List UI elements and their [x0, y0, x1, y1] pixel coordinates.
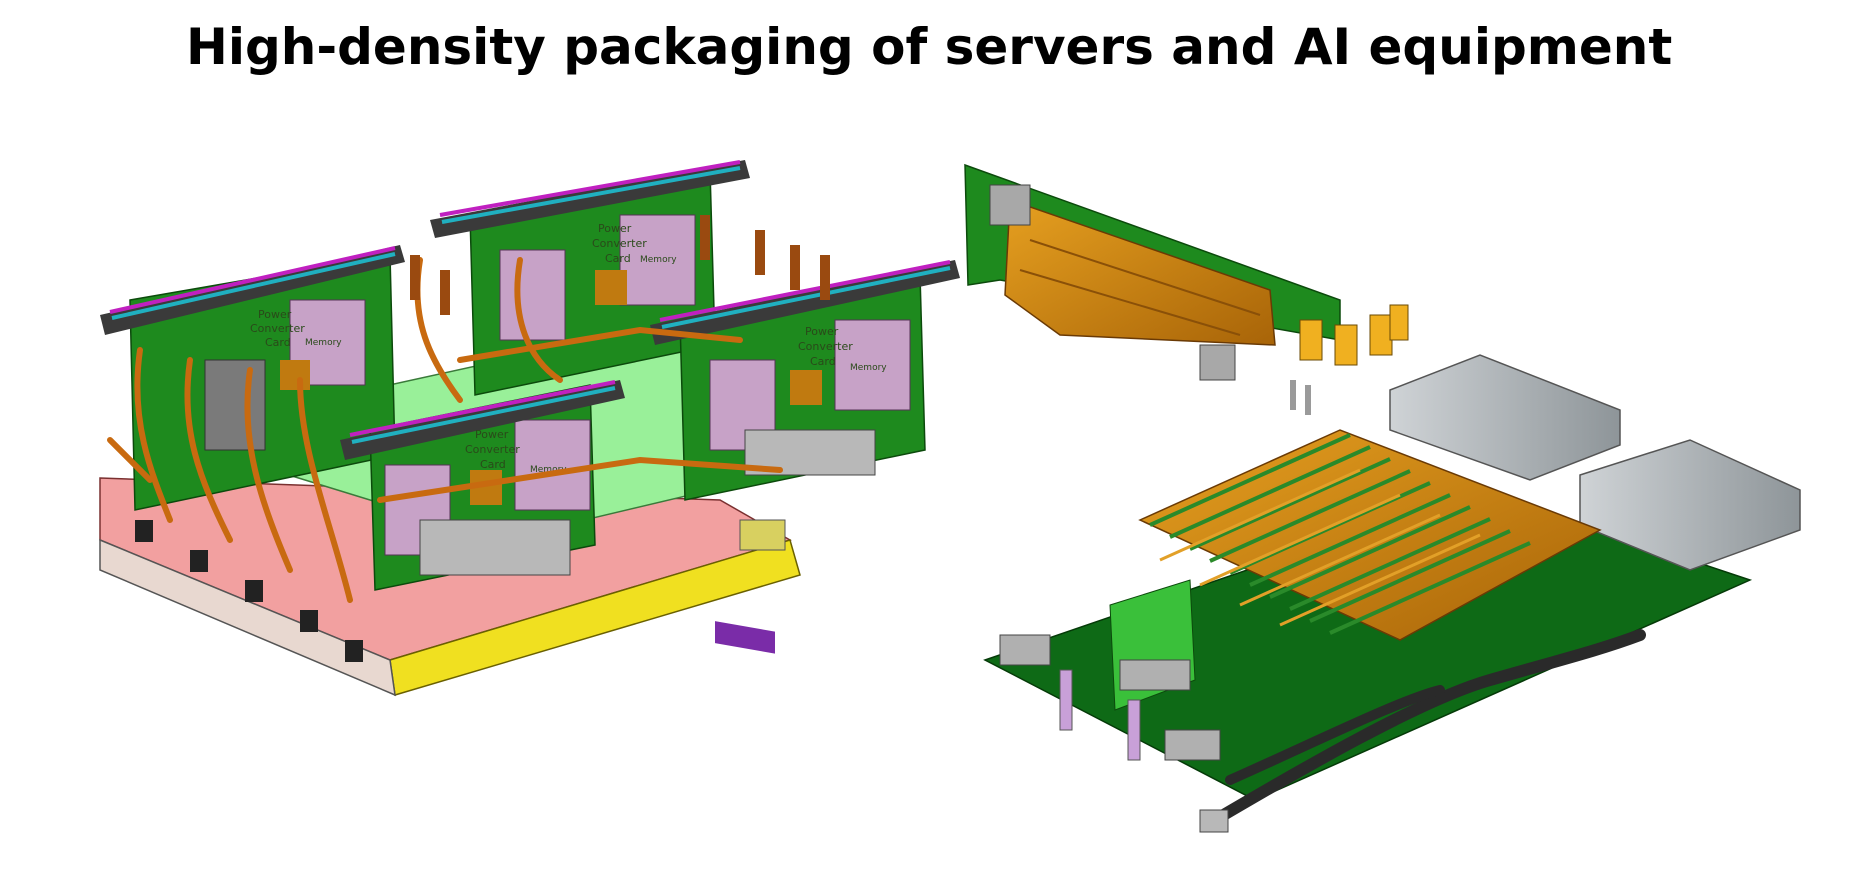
compute-module-front-right: Power Converter Card Memory	[650, 260, 960, 501]
module-back-right-card-label: Card	[605, 252, 631, 265]
module-back-left-power-label: Power	[258, 308, 292, 321]
module-front-right-converter-label: Converter	[798, 340, 853, 353]
module-front-right-power-label: Power	[805, 325, 839, 338]
gpu-coolant-fittings	[1299, 304, 1409, 366]
hose-end-fitting	[1199, 809, 1229, 833]
module-front-left-memory-label: Memory	[530, 465, 567, 475]
chassis-vent-grid	[739, 519, 786, 551]
module-front-left-converter-label: Converter	[465, 443, 520, 456]
compute-module-back-left: Power Converter Card Memory	[100, 245, 405, 511]
module-back-right-converter-label: Converter	[592, 237, 647, 250]
module-back-right-memory-label: Memory	[640, 255, 677, 265]
chassis-front-panel	[99, 538, 396, 697]
coolant-hose	[1209, 629, 1646, 826]
module-back-left-converter-label: Converter	[250, 322, 305, 335]
pci-brackets	[1059, 669, 1141, 761]
compute-module-front-left: Power Converter Card Memory	[340, 380, 625, 591]
module-front-left-card-label: Card	[480, 458, 506, 471]
ai-accelerator-board	[983, 354, 1801, 833]
heat-sink-1	[1389, 354, 1621, 481]
coolant-tubing	[107, 257, 783, 603]
dimm-cold-plate-array	[1138, 429, 1602, 641]
gpu-card-gray-block	[989, 184, 1031, 226]
module-back-right-power-label: Power	[598, 222, 632, 235]
module-back-left-card-label: Card	[265, 336, 291, 349]
gpu-card-gray-block-2	[1199, 344, 1236, 381]
gpu-card-with-cold-plate	[964, 163, 1409, 415]
server-chassis-assembly: Power Converter Card Memory Power Conver…	[99, 160, 960, 697]
valve-posts	[410, 215, 830, 315]
module-front-left-power-label: Power	[475, 428, 509, 441]
gpu-cold-plate	[1004, 198, 1276, 346]
module-back-left-memory-label: Memory	[305, 338, 342, 348]
front-connectors	[135, 520, 363, 662]
gpu-card-brackets	[1290, 380, 1311, 415]
module-front-right-memory-label: Memory	[850, 363, 887, 373]
coolant-hose-2	[1225, 685, 1445, 785]
chassis-purple-block	[715, 621, 775, 654]
ai-board-connectors	[999, 634, 1221, 761]
page-title: High-density packaging of servers and AI…	[186, 18, 1673, 76]
module-front-right-card-label: Card	[810, 355, 836, 368]
